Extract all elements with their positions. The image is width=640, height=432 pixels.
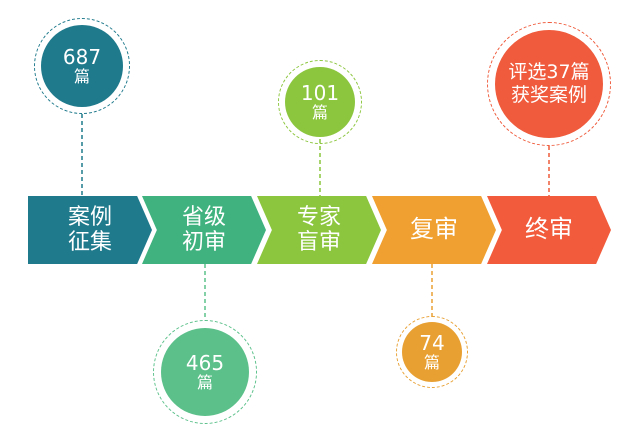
count-ring-2: 465 篇	[153, 320, 257, 424]
step-final-review: 终审	[487, 196, 611, 264]
step-label: 终审	[525, 215, 573, 244]
count-unit: 获奖案例	[510, 84, 587, 106]
count-ring-1: 687 篇	[34, 18, 130, 114]
count-unit: 篇	[423, 353, 440, 373]
count-value: 74	[419, 331, 445, 356]
step-label: 专家 盲审	[296, 204, 341, 255]
step-expert-blind-review: 专家 盲审	[257, 196, 381, 264]
count-ring-4: 74 篇	[396, 316, 468, 388]
step-re-review: 复审	[372, 196, 496, 264]
count-ring-3: 101 篇	[278, 60, 362, 144]
count-unit: 篇	[311, 103, 328, 123]
count-unit: 篇	[73, 67, 90, 87]
count-circle-1: 687 篇	[41, 25, 123, 107]
count-circle-4: 74 篇	[402, 322, 462, 382]
count-unit: 篇	[196, 373, 213, 393]
count-value: 687	[62, 45, 102, 70]
step-provincial-review: 省级 初审	[142, 196, 266, 264]
step-label: 复审	[410, 215, 458, 244]
step-label: 省级 初审	[181, 204, 226, 255]
count-ring-5: 评选37篇 获奖案例	[487, 22, 611, 146]
count-circle-5: 评选37篇 获奖案例	[495, 30, 603, 138]
step-case-collection: 案例 征集	[28, 196, 152, 264]
count-circle-2: 465 篇	[161, 328, 249, 416]
count-value: 评选37篇	[508, 61, 590, 84]
count-circle-3: 101 篇	[285, 67, 355, 137]
count-value: 101	[300, 81, 340, 106]
count-value: 465	[185, 351, 225, 376]
step-label: 案例 征集	[67, 204, 112, 255]
